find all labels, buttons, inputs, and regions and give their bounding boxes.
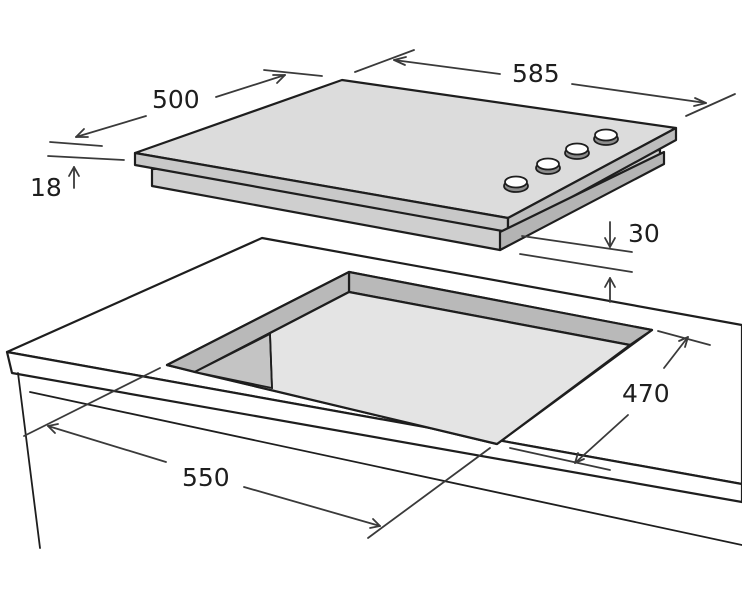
arrow-head-icon	[604, 237, 616, 248]
control-knobs	[503, 128, 619, 193]
arrow-head-icon	[604, 277, 616, 288]
arrow-head-icon	[574, 452, 585, 464]
dimension-label-cutout-depth: 470	[622, 379, 670, 408]
arrow-head-icon	[47, 423, 59, 434]
knob-1-icon	[503, 175, 529, 193]
knob-4-icon	[593, 128, 619, 146]
dimension-hob-depth: 500	[49, 69, 323, 147]
arrow-head-icon	[75, 128, 89, 138]
cabinet-left-edge	[17, 372, 41, 549]
dimension-cutout-depth: 470	[509, 330, 711, 471]
dimension-label-hob-depth: 500	[152, 85, 200, 114]
hob-lower-right	[498, 150, 666, 252]
cutout-opening	[165, 270, 654, 446]
cutout-inner-edge	[269, 333, 273, 389]
dimension-label-hob-clearance: 30	[628, 219, 660, 248]
cutout-floor	[193, 290, 632, 446]
knob-2-icon	[535, 157, 561, 175]
arrow-head-icon	[369, 518, 381, 529]
dimension-hob-thickness: 18	[30, 155, 125, 202]
hob	[133, 78, 678, 252]
dimension-hob-width: 585	[354, 49, 736, 117]
dimension-label-hob-width: 585	[512, 59, 560, 88]
dimension-label-cutout-width: 550	[182, 463, 230, 492]
dimension-hob-clearance: 30	[519, 219, 660, 303]
arrow-head-icon	[678, 336, 689, 348]
arrow-head-icon	[693, 97, 707, 107]
arrow-head-icon	[272, 74, 286, 84]
arrow-head-icon	[68, 166, 80, 177]
cabinet-front-bottom	[29, 391, 742, 546]
arrow-head-icon	[393, 56, 407, 66]
dimension-cutout-width: 550	[23, 367, 491, 539]
knob-3-icon	[564, 142, 590, 160]
dimension-label-hob-thickness: 18	[30, 173, 62, 202]
